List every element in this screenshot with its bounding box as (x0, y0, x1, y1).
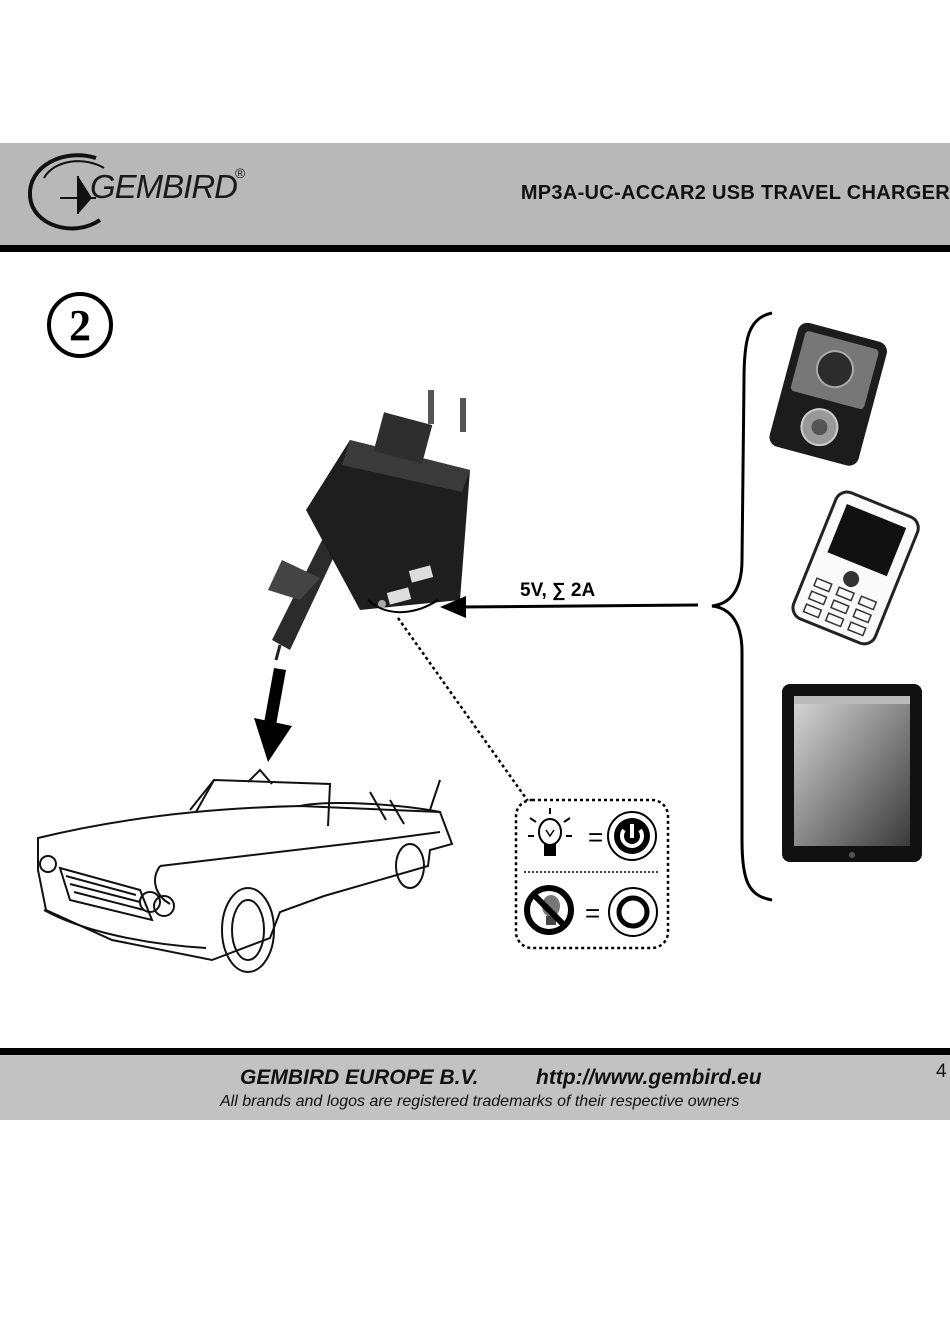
indicator-legend-box: = = (516, 800, 668, 948)
lamp-off-icon (527, 888, 571, 932)
footer-rule (0, 1048, 950, 1055)
page-number: 4 (936, 1061, 947, 1083)
down-arrow-icon (254, 668, 292, 762)
power-on-icon (608, 812, 656, 860)
mobile-phone-icon (789, 488, 922, 647)
footer-trademark-note: All brands and logos are registered trad… (220, 1093, 739, 1111)
travel-charger-icon (306, 390, 470, 612)
convertible-car-icon (38, 770, 452, 972)
power-off-icon (609, 888, 657, 936)
equals-sign-on: = (588, 822, 603, 852)
footer-company: GEMBIRD EUROPE B.V. (240, 1066, 478, 1090)
equals-sign-off: = (585, 898, 600, 928)
tablet-icon (782, 684, 922, 862)
car-plug-icon (268, 540, 338, 660)
output-spec-label: 5V, ∑ 2A (520, 580, 595, 602)
device-brace (712, 313, 772, 900)
footer-url-link[interactable]: http://www.gembird.eu (536, 1066, 762, 1090)
mp3-player-icon (767, 321, 889, 468)
indicator-leader-line (398, 618, 530, 804)
